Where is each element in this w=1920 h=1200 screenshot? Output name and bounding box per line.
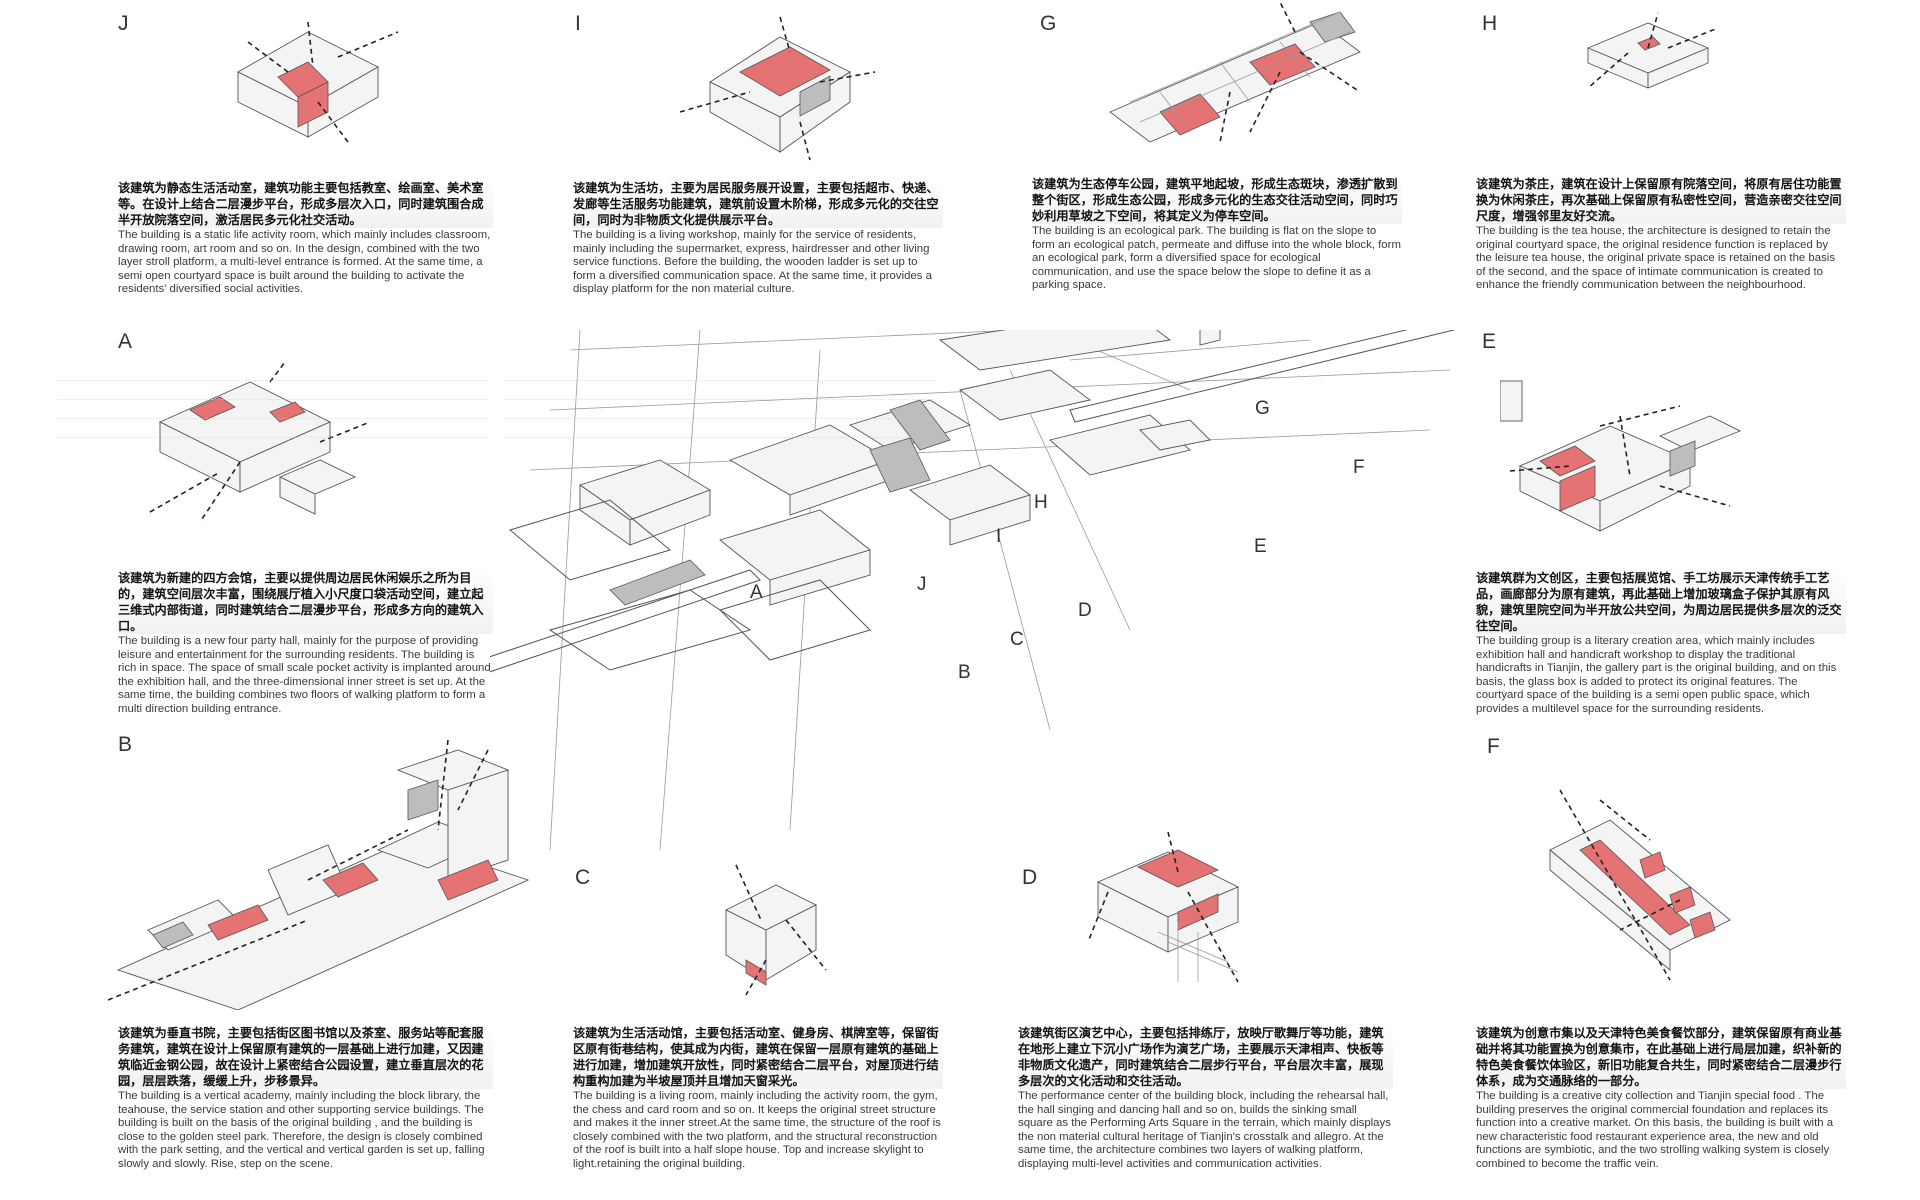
description-G-zh: 该建筑为生态停车公园，建筑平地起坡，形成生态斑块，渗透扩散到整个街区，形成生态公… (1032, 176, 1402, 224)
description-D: 该建筑街区演艺中心，主要包括排练厅，放映厅歌舞厅等功能，建筑在地形上建立下沉小广… (1018, 1025, 1393, 1172)
label-H: H (1482, 12, 1498, 35)
description-I-en: The building is a living workshop, mainl… (573, 229, 932, 296)
description-J-zh: 该建筑为静态生活活动室，建筑功能主要包括教室、绘画室、美术室等。在设计上结合二层… (118, 180, 493, 228)
description-F-en: The building is a creative city collecti… (1476, 1090, 1834, 1170)
description-D-zh: 该建筑街区演艺中心，主要包括排练厅，放映厅歌舞厅等功能，建筑在地形上建立下沉小广… (1018, 1025, 1393, 1089)
description-C: 该建筑为生活活动馆，主要包括活动室、健身房、棋牌室等，保留街区原有街巷结构，使其… (573, 1025, 943, 1172)
description-B-zh: 该建筑为垂直书院，主要包括街区图书馆以及茶室、服务站等配套服务建筑，建筑在设计上… (118, 1025, 493, 1089)
description-D-en: The performance center of the building b… (1018, 1090, 1391, 1170)
building-E-diagram (1500, 380, 1742, 532)
map-label-J: J (917, 574, 927, 595)
description-H-zh: 该建筑为茶庄，建筑在设计上保留原有院落空间，将原有居住功能置换为休闲茶庄，再次基… (1476, 176, 1846, 224)
label-E: E (1482, 330, 1497, 353)
description-J-en: The building is a static life activity r… (118, 229, 491, 296)
description-F-zh: 该建筑为创意市集以及天津特色美食餐饮部分，建筑保留原有商业基础并将其功能置换为创… (1476, 1025, 1846, 1089)
building-I-diagram (680, 16, 876, 161)
description-I-zh: 该建筑为生活坊，主要为居民服务展开设置，主要包括超市、快递、发廊等生活服务功能建… (573, 180, 943, 228)
building-D-diagram (1088, 832, 1240, 983)
description-E-en: The building group is a literary creatio… (1476, 635, 1837, 715)
building-B-diagram (108, 739, 530, 1010)
map-label-E: E (1254, 536, 1267, 557)
building-C-diagram (724, 864, 827, 996)
description-A-en: The building is a new four party hall, m… (118, 635, 491, 715)
building-H-diagram (1586, 12, 1719, 89)
label-J: J (118, 12, 129, 35)
description-J: 该建筑为静态生活活动室，建筑功能主要包括教室、绘画室、美术室等。在设计上结合二层… (118, 180, 493, 297)
description-H: 该建筑为茶庄，建筑在设计上保留原有院落空间，将原有居住功能置换为休闲茶庄，再次基… (1476, 176, 1846, 293)
description-G: 该建筑为生态停车公园，建筑平地起坡，形成生态斑块，渗透扩散到整个街区，形成生态公… (1032, 176, 1402, 293)
label-I: I (575, 12, 581, 35)
label-F: F (1487, 735, 1500, 758)
description-B-en: The building is a vertical academy, main… (118, 1090, 485, 1170)
label-D: D (1022, 866, 1038, 889)
description-C-en: The building is a living room, mainly in… (573, 1090, 941, 1170)
label-G: G (1040, 12, 1057, 35)
building-F-diagram (1549, 789, 1731, 981)
label-A: A (118, 330, 133, 353)
faded-text-middle (505, 362, 935, 602)
description-B: 该建筑为垂直书院，主要包括街区图书馆以及茶室、服务站等配套服务建筑，建筑在设计上… (118, 1025, 493, 1172)
map-label-B: B (958, 662, 971, 683)
description-I: 该建筑为生活坊，主要为居民服务展开设置，主要包括超市、快递、发廊等生活服务功能建… (573, 180, 943, 297)
description-C-zh: 该建筑为生活活动馆，主要包括活动室、健身房、棋牌室等，保留街区原有街巷结构，使其… (573, 1025, 943, 1089)
building-A-diagram (149, 362, 371, 523)
map-label-H: H (1034, 492, 1048, 513)
building-J-diagram (237, 21, 399, 143)
label-B: B (118, 733, 133, 756)
description-E: 该建筑群为文创区，主要包括展览馆、手工坊展示天津传统手工艺品，画廊部分为原有建筑… (1476, 570, 1846, 717)
map-label-D: D (1078, 600, 1092, 621)
site-axonometric-plan (490, 330, 1456, 850)
description-H-en: The building is the tea house, the archi… (1476, 225, 1836, 292)
description-G-en: The building is an ecological park. The … (1032, 225, 1401, 292)
map-label-A: A (750, 582, 763, 603)
faded-text-left (58, 362, 488, 562)
description-A: 该建筑为新建的四方会馆，主要以提供周边居民休闲娱乐之所为目的，建筑空间层次丰富，… (118, 570, 493, 717)
map-label-C: C (1010, 629, 1024, 650)
description-E-zh: 该建筑群为文创区，主要包括展览馆、手工坊展示天津传统手工艺品，画廊部分为原有建筑… (1476, 570, 1846, 634)
description-A-zh: 该建筑为新建的四方会馆，主要以提供周边居民休闲娱乐之所为目的，建筑空间层次丰富，… (118, 570, 493, 634)
map-label-I: I (996, 526, 1002, 547)
map-label-F: F (1353, 457, 1365, 478)
building-G-diagram (1109, 2, 1361, 143)
label-C: C (575, 866, 591, 889)
description-F: 该建筑为创意市集以及天津特色美食餐饮部分，建筑保留原有商业基础并将其功能置换为创… (1476, 1025, 1846, 1172)
map-label-G: G (1255, 398, 1270, 419)
